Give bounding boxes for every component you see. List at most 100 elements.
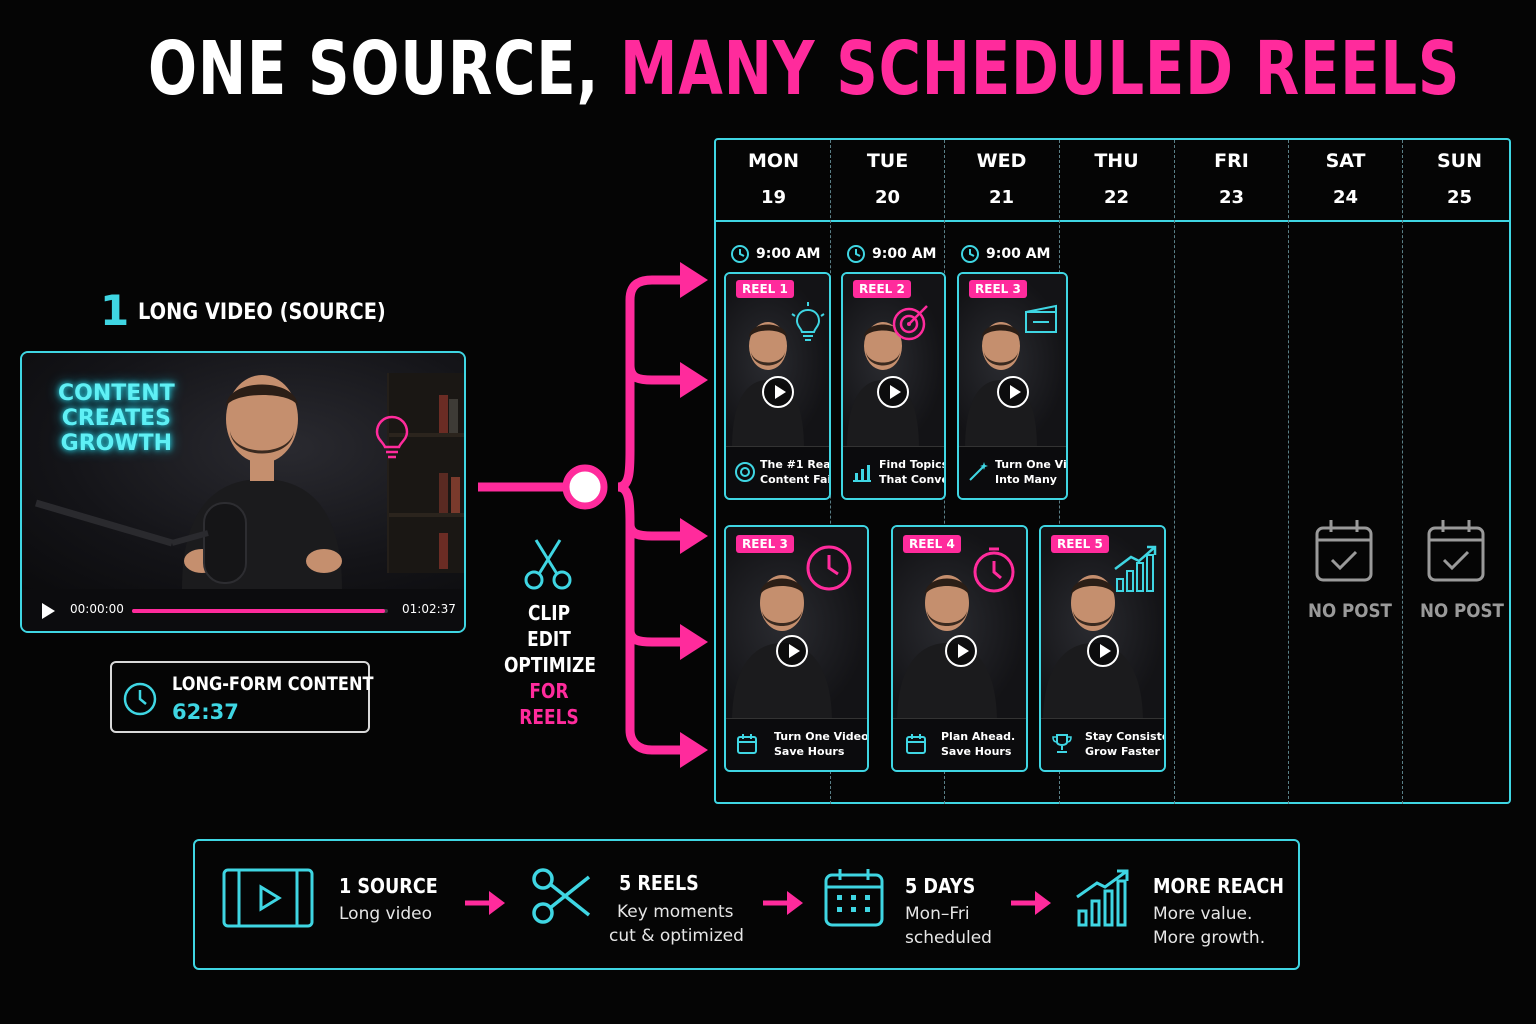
day-name: WED <box>976 150 1027 172</box>
calendar-day-sat[interactable]: SAT 24 <box>1288 140 1403 804</box>
time-start: 00:00:00 <box>70 602 124 616</box>
day-date: 24 <box>1332 187 1359 208</box>
process-steps: CLIP EDIT OPTIMIZE FOR REELS <box>496 600 602 730</box>
clock-icon <box>806 545 852 591</box>
reel-caption-text: Turn One Video,Save Hours <box>774 730 869 758</box>
day-name: THU <box>1094 150 1139 172</box>
step-clip: CLIP <box>527 601 571 625</box>
summary-text: More growth. <box>1153 928 1266 948</box>
presenter-avatar <box>1043 575 1143 723</box>
summary-text: scheduled <box>905 928 992 948</box>
neon-sign: CONTENT CREATES GROWTH <box>58 381 175 456</box>
reel-tag: REEL 2 <box>853 280 911 298</box>
step-edit: EDIT <box>527 627 571 651</box>
post-time: 9:00 AM <box>846 244 936 264</box>
bookshelf <box>387 373 464 573</box>
play-icon[interactable] <box>762 376 794 408</box>
progress-bar[interactable] <box>132 609 388 613</box>
calendar-icon <box>906 734 926 754</box>
post-time: 9:00 AM <box>730 244 820 264</box>
neon-line: CONTENT <box>58 381 175 406</box>
neon-line: GROWTH <box>60 431 173 456</box>
arrow-right-icon <box>763 891 803 915</box>
summary-text: Key moments <box>617 902 734 922</box>
calendar-day-fri[interactable]: FRI 23 <box>1174 140 1289 804</box>
calendar-check-icon <box>1427 520 1485 582</box>
calendar-day-wed[interactable]: WED 21 <box>944 140 1059 804</box>
arrow-right-icon <box>1011 891 1051 915</box>
calendar-day-thu[interactable]: THU 22 <box>1059 140 1174 804</box>
source-video-player[interactable]: CONTENT CREATES GROWTH <box>20 351 466 633</box>
play-icon[interactable] <box>877 376 909 408</box>
calendar-icon <box>737 734 757 754</box>
day-date: 20 <box>874 187 901 208</box>
day-separator <box>1402 140 1403 804</box>
play-icon[interactable] <box>1087 635 1119 667</box>
play-icon[interactable] <box>42 603 55 619</box>
day-date: 19 <box>760 187 787 208</box>
calendar-day-mon[interactable]: MON 19 <box>716 140 831 804</box>
reel-caption: Plan Ahead.Save Hours <box>893 718 1026 770</box>
reel-caption-text: Stay Consistent,Grow Faster <box>1085 730 1164 758</box>
microphone-icon <box>35 499 247 584</box>
summary-text: Long video <box>339 904 432 924</box>
post-time-text: 9:00 AM <box>872 246 937 262</box>
clock-icon <box>123 682 157 716</box>
neon-line: CREATES <box>61 406 172 431</box>
video-thumbnail: CONTENT CREATES GROWTH <box>22 353 464 589</box>
lightbulb-icon <box>791 302 825 341</box>
title-part-white: ONE SOURCE, <box>148 26 600 112</box>
reel-thumbnail <box>959 274 1066 449</box>
summary-title: 5 REELS <box>619 871 699 895</box>
source-label: LONG VIDEO (SOURCE) <box>138 300 386 325</box>
reel-thumbnail <box>843 274 944 449</box>
stopwatch-icon <box>973 547 1015 593</box>
reel-card[interactable]: REEL 3 Turn One Video,Save Hours <box>724 525 869 772</box>
day-name: FRI <box>1214 150 1249 172</box>
reel-card[interactable]: REEL 4 Plan Ahead.Save Hours <box>891 525 1028 772</box>
reel-thumbnail <box>726 274 829 449</box>
day-name: TUE <box>866 150 909 172</box>
long-form-duration: 62:37 <box>172 700 239 724</box>
play-icon[interactable] <box>945 635 977 667</box>
summary-title: 1 SOURCE <box>339 874 438 898</box>
clock-icon <box>847 245 865 263</box>
calendar-check-icon <box>1315 520 1373 582</box>
step-optimize: OPTIMIZE <box>503 653 596 677</box>
reel-caption: Turn One Video,Save Hours <box>726 718 867 770</box>
calendar-icon <box>824 869 884 927</box>
reel-card[interactable]: REEL 5 Stay Consistent,Grow Faster <box>1039 525 1166 772</box>
arrow-right-icon <box>465 891 505 915</box>
growth-chart-icon <box>1076 869 1129 927</box>
reel-tag: REEL 4 <box>903 535 961 553</box>
growth-chart-icon <box>1114 545 1157 592</box>
summary-text: Mon–Fri <box>905 904 970 924</box>
reel-card[interactable]: REEL 1 The #1 ReasonContent Fails <box>724 272 831 500</box>
reel-tag: REEL 5 <box>1051 535 1109 553</box>
summary-bar: 1 SOURCE Long video 5 REELS Key moments … <box>193 839 1300 970</box>
calendar-header-divider <box>716 220 1509 222</box>
reel-thumbnail <box>726 527 867 723</box>
step-for-reels: FOR REELS <box>519 679 579 729</box>
long-form-label: LONG-FORM CONTENT <box>172 673 374 695</box>
reel-thumbnail <box>893 527 1026 723</box>
play-icon[interactable] <box>997 376 1029 408</box>
progress-fill <box>132 609 386 613</box>
clapperboard-icon <box>1025 304 1057 333</box>
reel-card[interactable]: REEL 3 Turn One VideoInto Many <box>957 272 1068 500</box>
bar-chart-icon <box>853 465 871 482</box>
calendar-day-tue[interactable]: TUE 20 <box>830 140 945 804</box>
no-post-label: NO POST <box>1420 600 1504 622</box>
reel-thumbnail <box>1041 527 1164 723</box>
lightbulb-icon <box>375 415 409 459</box>
play-icon[interactable] <box>776 635 808 667</box>
weekly-calendar: MON 19 TUE 20 WED 21 THU 22 FRI 23 SAT 2… <box>714 138 1511 804</box>
calendar-day-sun[interactable]: SUN 25 <box>1402 140 1517 804</box>
reel-tag: REEL 1 <box>736 280 794 298</box>
distribution-arrows <box>478 262 708 768</box>
page-title: ONE SOURCE, MANY SCHEDULED REELS <box>148 24 1460 114</box>
summary-text: cut & optimized <box>609 926 744 946</box>
